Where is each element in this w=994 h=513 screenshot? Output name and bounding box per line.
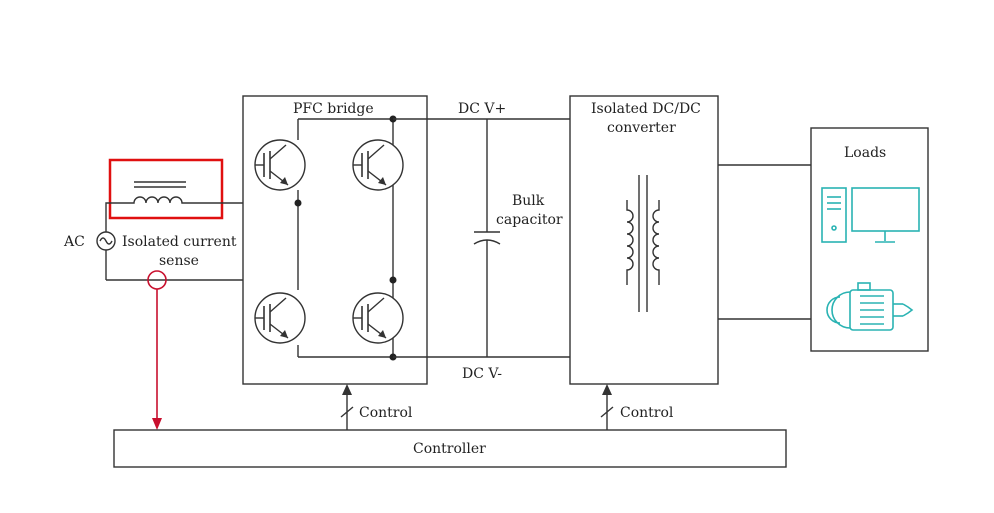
- control-signal-left: [340, 384, 354, 430]
- ac-source-icon: [96, 231, 116, 251]
- inductor-icon: [122, 181, 222, 204]
- node-dot: [294, 199, 302, 207]
- motor-icon: [826, 282, 914, 331]
- dcdc-converter-box: [569, 95, 719, 385]
- current-sense-label-line2: sense: [159, 253, 199, 269]
- transformer-icon: [626, 175, 660, 312]
- ac-label: AC: [63, 234, 85, 250]
- igbt-icon: [254, 292, 306, 344]
- controller-label: Controller: [413, 441, 486, 457]
- computer-icon: [821, 187, 920, 243]
- igbt-icon: [254, 139, 306, 191]
- pfc-bridge-label: PFC bridge: [293, 101, 374, 117]
- controller-box: [113, 429, 787, 468]
- control-signal-right: [600, 384, 614, 430]
- ac-top-wire: [105, 202, 122, 232]
- bulk-capacitor-label: Bulk: [512, 193, 545, 209]
- capacitor-icon: [473, 119, 501, 357]
- current-sense-arrow: [152, 418, 162, 430]
- dcdc-converter-label-line2: converter: [607, 120, 676, 136]
- inductor-highlight-box: [108, 158, 224, 220]
- control-label-left: Control: [359, 405, 413, 421]
- current-sense-label: Isolated current: [122, 234, 237, 250]
- dc-vplus-label: DC V+: [458, 101, 506, 117]
- loads-label: Loads: [844, 145, 886, 161]
- dcdc-converter-label: Isolated DC/DC: [591, 101, 701, 117]
- igbt-icon: [352, 139, 404, 191]
- dc-vminus-label: DC V-: [462, 366, 502, 382]
- igbt-icon: [352, 292, 404, 344]
- bulk-capacitor-label-line2: capacitor: [496, 212, 563, 228]
- loads-box: [810, 127, 929, 352]
- control-label-right: Control: [620, 405, 674, 421]
- node-dot: [389, 276, 397, 284]
